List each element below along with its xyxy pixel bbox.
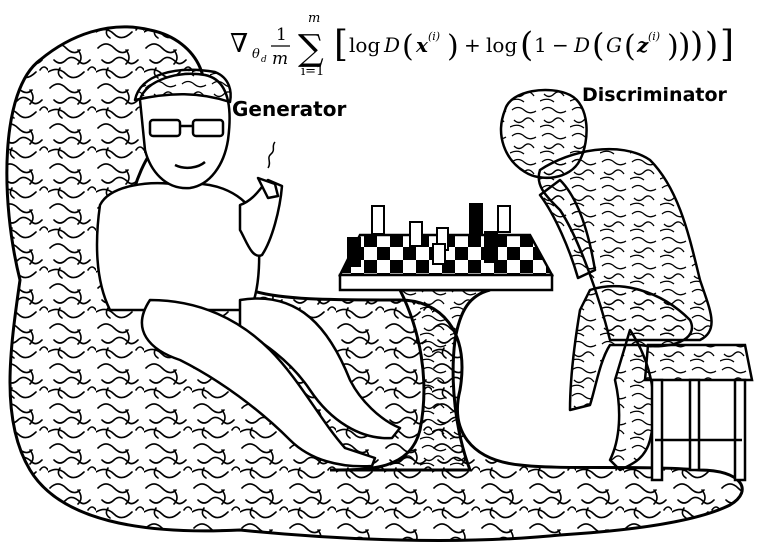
sum-lower-limit: i=1	[301, 64, 324, 79]
fraction-numerator: 1	[276, 25, 287, 45]
table-stem	[329, 288, 491, 472]
x-superscript: (i)	[428, 30, 440, 43]
x-bold: x	[415, 33, 429, 57]
generator-figure	[95, 68, 402, 468]
fraction-denominator: m	[272, 49, 288, 69]
svg-text:): )	[447, 29, 459, 64]
svg-text:(: (	[520, 25, 533, 65]
sum-upper-limit: m	[308, 11, 320, 26]
D-2: D	[573, 33, 590, 57]
D-1: D	[383, 33, 400, 57]
d-subscript: d	[261, 55, 267, 65]
gan-objective-formula: ∇ θ d 1 m ∑ m i=1 [ log D ( x (i) ) + lo…	[230, 11, 734, 79]
theta-subscript: θ	[252, 47, 260, 62]
z-bold: z	[636, 33, 649, 57]
stool	[643, 343, 754, 482]
right-bracket: ]	[720, 24, 734, 65]
svg-text:): )	[667, 29, 679, 64]
left-bracket: [	[334, 24, 348, 65]
one: 1	[534, 33, 547, 57]
svg-text:): )	[690, 25, 703, 65]
nabla-symbol: ∇	[230, 29, 248, 59]
svg-text:): )	[678, 26, 690, 64]
chess-pieces	[347, 203, 511, 267]
minus-sign: −	[552, 33, 569, 57]
svg-text:): )	[705, 25, 718, 65]
discriminator-figure	[499, 88, 713, 472]
generator-label: Generator	[232, 97, 347, 121]
log-1: log	[349, 33, 380, 57]
sum-symbol: ∑	[298, 28, 324, 69]
svg-text:(: (	[402, 29, 414, 64]
z-superscript: (i)	[648, 30, 660, 43]
plus-sign: +	[464, 33, 481, 57]
log-2: log	[486, 33, 517, 57]
brain-throne	[5, 25, 744, 542]
svg-text:(: (	[592, 26, 604, 64]
svg-text:(: (	[624, 29, 636, 64]
discriminator-label: Discriminator	[582, 84, 727, 106]
G: G	[606, 33, 622, 57]
